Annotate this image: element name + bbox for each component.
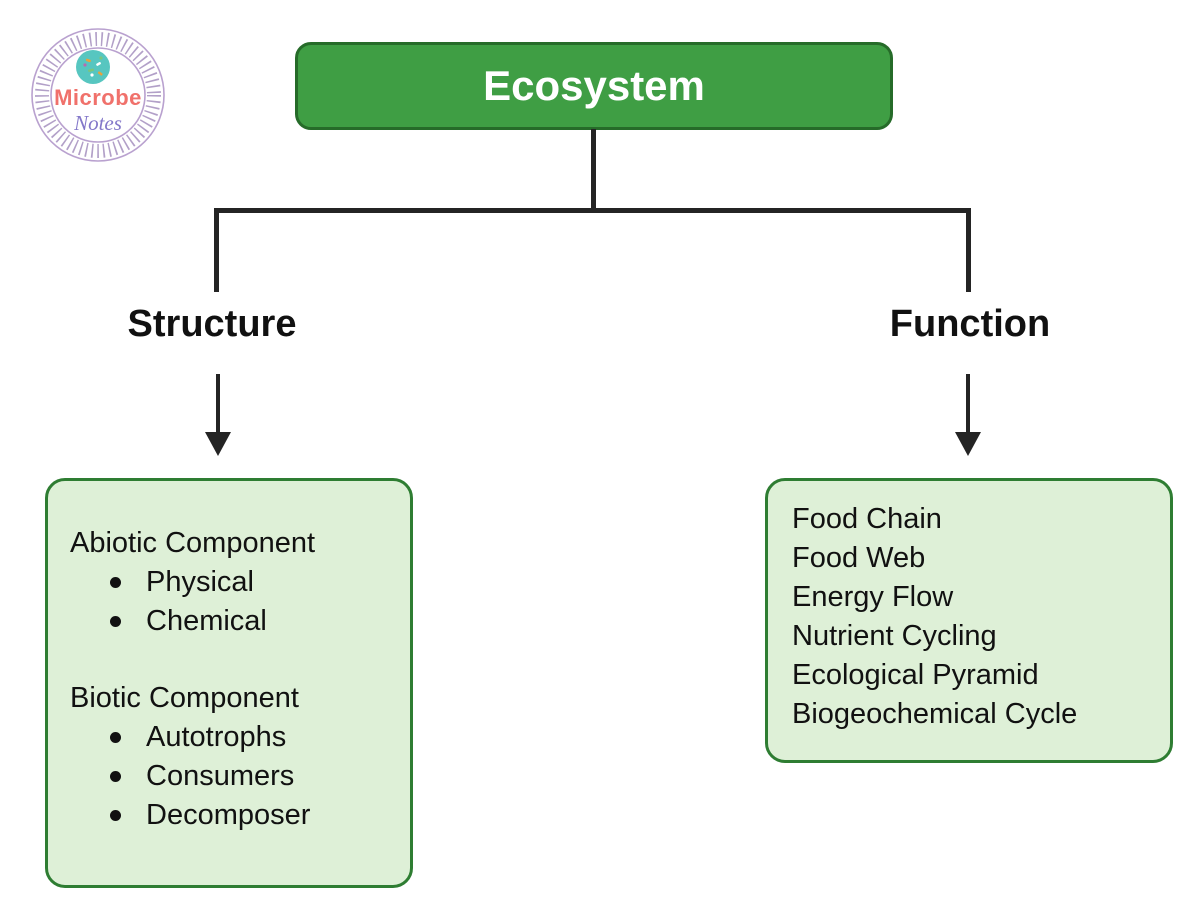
list-item-label: Chemical [146, 605, 267, 637]
microbe-notes-logo: Microbe Notes [28, 25, 168, 165]
list-item: Nutrient Cycling [792, 620, 997, 652]
structure-branch-label: Structure [127, 303, 297, 345]
function-arrowhead-icon [955, 432, 981, 456]
list-item: Food Chain [792, 503, 942, 535]
list-item-label: Consumers [146, 760, 295, 792]
list-item: Food Web [792, 542, 926, 574]
bullet-dot-icon [110, 577, 121, 588]
connector-left-drop-line [214, 208, 219, 292]
abiotic-section: Abiotic Component Physical Chemical [70, 524, 400, 641]
structure-arrow-line [216, 374, 220, 434]
list-item-label: Physical [146, 566, 254, 598]
list-item: Chemical [110, 602, 400, 641]
bullet-dot-icon [110, 810, 121, 821]
function-detail-box: Food Chain Food Web Energy Flow Nutrient… [765, 478, 1173, 763]
logo-subtitle: Notes [74, 111, 122, 135]
list-item: Consumers [110, 757, 400, 796]
function-arrow-line [966, 374, 970, 434]
structure-arrowhead-icon [205, 432, 231, 456]
list-item: Physical [110, 563, 400, 602]
microbe-circle-icon [76, 50, 110, 84]
connector-horizontal-line [214, 208, 971, 213]
list-item: Biogeochemical Cycle [792, 698, 1078, 730]
biotic-section: Biotic Component Autotrophs Consumers De… [70, 679, 400, 835]
list-item-label: Autotrophs [146, 721, 287, 753]
abiotic-section-title: Abiotic Component [70, 527, 316, 559]
logo-dna-ring-icon [31, 28, 165, 162]
ecosystem-node-label: Ecosystem [483, 62, 705, 109]
function-branch-label: Function [889, 303, 1051, 345]
list-item: Ecological Pyramid [792, 659, 1039, 691]
bullet-dot-icon [110, 616, 121, 627]
connector-stem-line [591, 129, 596, 210]
ecosystem-node: Ecosystem [295, 42, 893, 130]
structure-detail-box: Abiotic Component Physical Chemical Biot… [45, 478, 413, 888]
list-item: Energy Flow [792, 581, 954, 613]
list-item: Decomposer [110, 796, 400, 835]
list-item: Autotrophs [110, 718, 400, 757]
bullet-dot-icon [110, 732, 121, 743]
list-item-label: Decomposer [146, 799, 311, 831]
biotic-section-title: Biotic Component [70, 682, 299, 714]
logo-title: Microbe [54, 85, 142, 110]
connector-right-drop-line [966, 208, 971, 292]
bullet-dot-icon [110, 771, 121, 782]
